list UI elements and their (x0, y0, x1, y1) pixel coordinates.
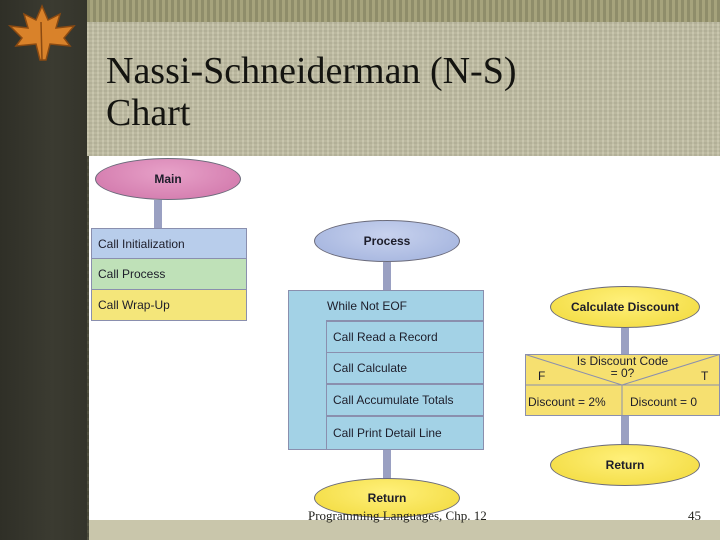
process-step-accumulate: Call Accumulate Totals (326, 384, 484, 416)
process-step-calculate: Call Calculate (326, 352, 484, 384)
discount-header-oval: Calculate Discount (550, 286, 700, 328)
main-step-wrap-up: Call Wrap-Up (91, 289, 247, 321)
process-loop-condition: While Not EOF (288, 290, 484, 321)
process-top-connector (383, 262, 391, 290)
main-header-label: Main (154, 172, 182, 186)
process-return-oval: Return (314, 478, 460, 518)
left-side-bar (0, 0, 87, 540)
process-return-label: Return (367, 491, 407, 505)
footer-caption: Programming Languages, Chp. 12 (308, 508, 487, 523)
decision-false-branch: Discount = 2% (528, 395, 606, 409)
slide-number: 45 (688, 508, 701, 523)
top-texture-band (87, 0, 720, 22)
process-loop-bar (288, 320, 327, 450)
discount-bottom-connector (621, 416, 629, 446)
title-panel (87, 22, 720, 156)
process-step-label: Call Print Detail Line (333, 426, 442, 440)
process-step-print: Call Print Detail Line (326, 416, 484, 450)
decision-false-label: F (538, 369, 546, 383)
process-bottom-connector (383, 450, 391, 480)
discount-return-label: Return (605, 458, 645, 472)
discount-decision-block (525, 354, 720, 416)
process-header-oval: Process (314, 220, 460, 262)
main-step-label: Call Wrap-Up (98, 298, 170, 312)
main-header-oval: Main (95, 158, 241, 200)
title-line-2: Chart (106, 92, 191, 134)
main-step-label: Call Process (98, 267, 166, 281)
process-header-label: Process (363, 234, 411, 248)
decision-true-label: T (701, 369, 709, 383)
ns-chart-diagram: Main Call Initialization Call Process Ca… (89, 156, 720, 520)
decision-condition-line2: = 0? (610, 366, 635, 380)
process-step-read: Call Read a Record (326, 321, 484, 353)
main-connector (154, 200, 162, 228)
loop-condition-label: While Not EOF (327, 298, 408, 313)
process-step-label: Call Accumulate Totals (333, 393, 454, 407)
process-step-label: Call Calculate (333, 361, 408, 375)
slide-title: Nassi-Schneiderman (N-S) Chart (106, 50, 517, 134)
process-step-label: Call Read a Record (333, 330, 438, 344)
discount-top-connector (621, 328, 629, 354)
discount-header-label: Calculate Discount (570, 300, 680, 314)
main-step-label: Call Initialization (98, 236, 185, 251)
decision-true-branch: Discount = 0 (630, 395, 698, 409)
title-line-1: Nassi-Schneiderman (N-S) (106, 50, 517, 92)
maple-leaf-icon (7, 4, 76, 61)
footer-strip (89, 520, 720, 540)
main-step-initialization: Call Initialization (91, 228, 247, 259)
decision-condition-line1: Is Discount Code (576, 354, 669, 368)
discount-return-oval: Return (550, 444, 700, 486)
main-step-process: Call Process (91, 258, 247, 290)
